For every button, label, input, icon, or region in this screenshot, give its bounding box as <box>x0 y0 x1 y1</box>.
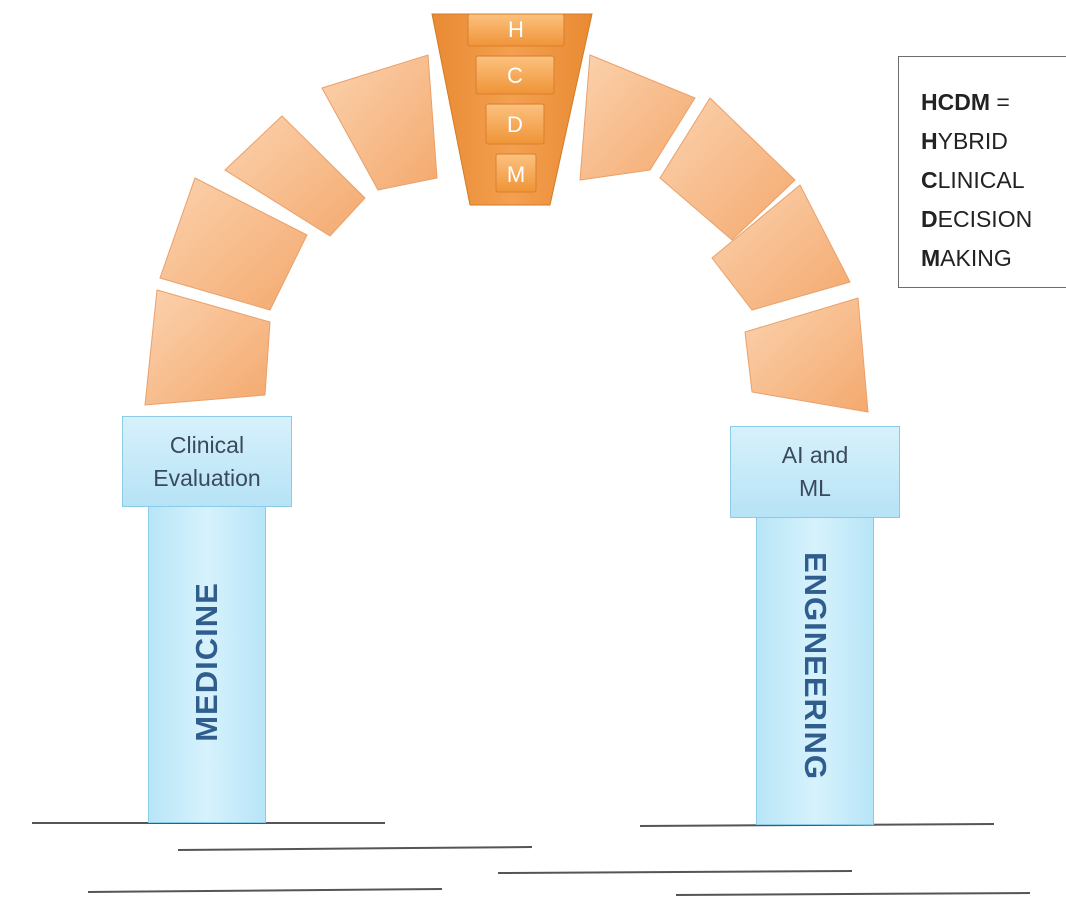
keystone-letter-h: H <box>508 17 524 42</box>
ai-ml-capital: AI and ML <box>730 426 900 518</box>
engineering-pillar-label: ENGINEERING <box>798 551 833 781</box>
arch-stone-left-4 <box>321 54 438 191</box>
capital-text-line: Evaluation <box>153 464 261 491</box>
legend-initial: D <box>921 206 938 232</box>
capital-text-line: AI and <box>781 442 849 469</box>
hcdm-legend-box: HCDM = HYBRID CLINICAL DECISION MAKING <box>898 56 1066 288</box>
arch-stone-right-2 <box>659 97 796 241</box>
capital-text-line: Clinical <box>169 431 245 458</box>
ground-line <box>639 823 995 827</box>
keystone-letter-m: M <box>507 162 525 187</box>
ground-line <box>177 846 533 851</box>
legend-line: MAKING <box>921 239 1066 278</box>
legend-initial: H <box>921 128 938 154</box>
clinical-evaluation-capital: Clinical Evaluation <box>122 416 292 507</box>
arch-stone-left-1 <box>144 289 271 406</box>
legend-line: CLINICAL <box>921 161 1066 200</box>
keystone-block-h <box>467 13 565 47</box>
legend-title: HCDM <box>921 89 990 115</box>
medicine-pillar-label: MEDICINE <box>189 582 224 742</box>
legend-title-line: HCDM = <box>921 83 1066 122</box>
legend-line: DECISION <box>921 200 1066 239</box>
arch-stone-right-4 <box>744 297 869 413</box>
legend-line: HYBRID <box>921 122 1066 161</box>
capital-text-line: ML <box>799 475 831 501</box>
ground-line <box>497 870 853 874</box>
legend-rest: AKING <box>940 245 1012 271</box>
arch-stone-left-3 <box>224 115 366 237</box>
keystone-letter-d: D <box>507 112 523 137</box>
arch-stone-right-1 <box>579 54 696 181</box>
keystone-letter-c: C <box>507 63 523 88</box>
ground-line <box>675 892 1031 896</box>
engineering-pillar <box>756 515 874 825</box>
legend-rest: YBRID <box>937 128 1008 154</box>
ground-line <box>87 888 443 893</box>
keystone-block-d <box>485 103 545 145</box>
arch-stone-right-3 <box>711 184 851 311</box>
legend-rest: ECISION <box>937 206 1033 232</box>
legend-equals: = <box>996 89 1010 115</box>
legend-initial: C <box>921 167 938 193</box>
arch-stone-left-2 <box>159 177 308 311</box>
keystone-block-m <box>495 153 537 193</box>
keystone-block-c <box>475 55 555 95</box>
legend-rest: LINICAL <box>937 167 1025 193</box>
medicine-pillar <box>148 505 266 823</box>
legend-initial: M <box>921 245 941 271</box>
